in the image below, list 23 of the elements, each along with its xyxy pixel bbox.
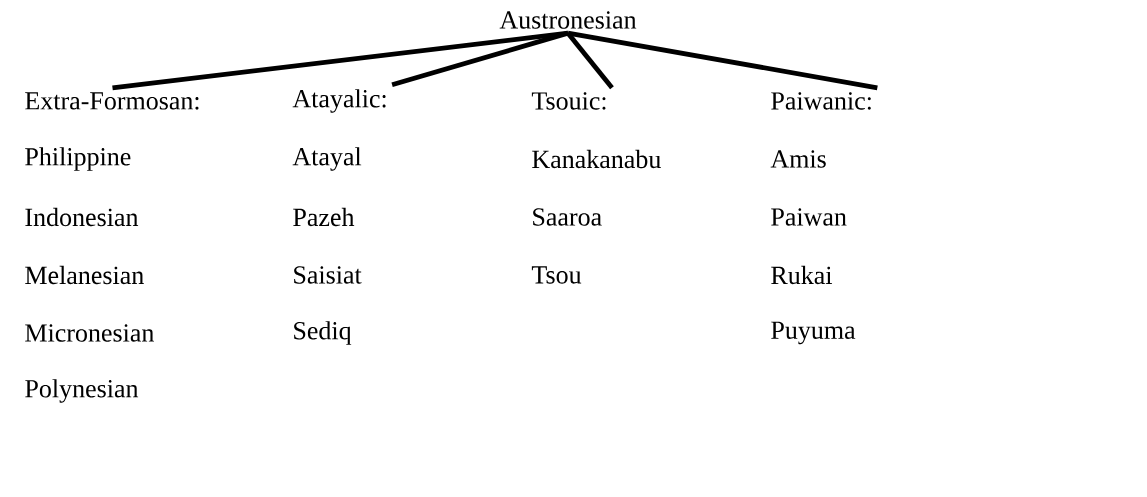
- language-label: Polynesian: [25, 379, 139, 403]
- branch-line: [567, 30, 878, 91]
- language-label: Tsou: [531, 266, 582, 284]
- branch-label: Atayalic:: [292, 89, 386, 113]
- language-label: Pazeh: [293, 207, 355, 227]
- language-label: Rukai: [771, 265, 833, 285]
- branch-line: [391, 30, 569, 88]
- language-label: Atayal: [292, 147, 362, 171]
- branch-label: Extra-Formosan:: [25, 92, 199, 110]
- root-label: Austronesian: [499, 11, 637, 29]
- language-label: Sediq: [294, 321, 352, 345]
- language-label: Micronesian: [25, 324, 154, 342]
- language-label: Puyuma: [771, 321, 856, 345]
- language-label: Saisiat: [294, 266, 362, 284]
- language-label: Amis: [770, 150, 826, 168]
- language-label: Saaroa: [533, 208, 602, 226]
- branch-label: Paiwanic:: [771, 92, 871, 110]
- language-label: Indonesian: [25, 207, 139, 227]
- language-label: Kanakanabu: [532, 149, 661, 169]
- branch-label: Tsouic:: [531, 92, 606, 110]
- language-label: Paiwan: [771, 208, 847, 226]
- language-label: Philippine: [25, 147, 131, 171]
- language-label: Melanesian: [25, 265, 144, 285]
